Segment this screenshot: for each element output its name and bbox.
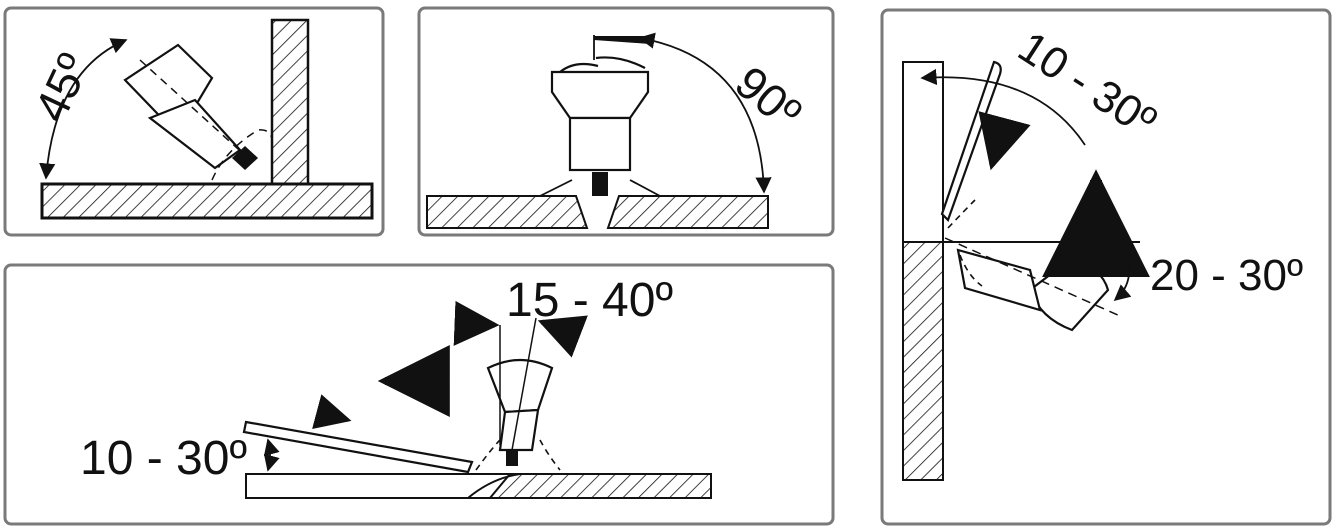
vertical-rod-angle-label: 10 - 30º [1010, 22, 1165, 146]
right-plate [606, 195, 769, 229]
fillet-angle-label: 45º [24, 45, 100, 129]
vertical-plate [270, 18, 310, 186]
gas-shield-dashed [211, 129, 274, 181]
work-angle-arrow-left [453, 300, 500, 346]
weld-pool-curve [467, 473, 521, 499]
panel-flat-frame [3, 263, 835, 526]
rod-angle-arc-vertical [920, 68, 1086, 146]
torch-nozzle [123, 43, 242, 170]
torch-vertical-up [956, 248, 1110, 332]
vertical-plate-hatched [902, 241, 944, 481]
rod-feed-arrow [312, 394, 352, 430]
torch-axis [511, 317, 537, 451]
vertical-torch-angle-label: 20 - 30º [1150, 251, 1303, 300]
butt-angle-label: 90º [726, 56, 812, 140]
contact-tip [592, 172, 608, 196]
torch-vertical [550, 56, 650, 172]
weld-bead [232, 146, 258, 170]
filler-rod-vertical [940, 60, 1002, 223]
flat-work-angle-label: 15 - 40º [506, 274, 673, 327]
flat-rod-angle-label: 10 - 30º [80, 432, 247, 485]
work-angle-arrow-right [537, 315, 588, 358]
gas-lines-flat [475, 439, 561, 471]
panel-butt-frame [417, 6, 835, 237]
rod-angle-arc [263, 438, 280, 472]
torch-angle-arc [1113, 250, 1139, 302]
panel-fillet-frame [3, 6, 385, 237]
panel-flat: 15 - 40º 10 - 30º [3, 263, 835, 526]
panel-vertical: 10 - 30º 20 - 30º [880, 8, 1332, 526]
torch-axis-vertical [944, 237, 1121, 317]
torch-flat [486, 358, 554, 452]
panel-butt: 90º [417, 6, 835, 237]
hatched-welded-section [487, 473, 712, 499]
left-plate [426, 195, 589, 229]
panel-fillet: 45º [3, 6, 385, 237]
top-pointer-arrow [594, 36, 650, 44]
rod-feed-arrow-down [978, 111, 1031, 171]
tip-flat [506, 450, 518, 466]
angle-arc-90 [638, 32, 772, 194]
panel-vertical-frame [880, 8, 1332, 526]
gas-lines-vertical [947, 199, 983, 287]
torch-centerline [139, 59, 249, 159]
filler-rod [242, 420, 474, 474]
angle-arc-45 [39, 38, 128, 180]
base-plate [40, 182, 374, 220]
